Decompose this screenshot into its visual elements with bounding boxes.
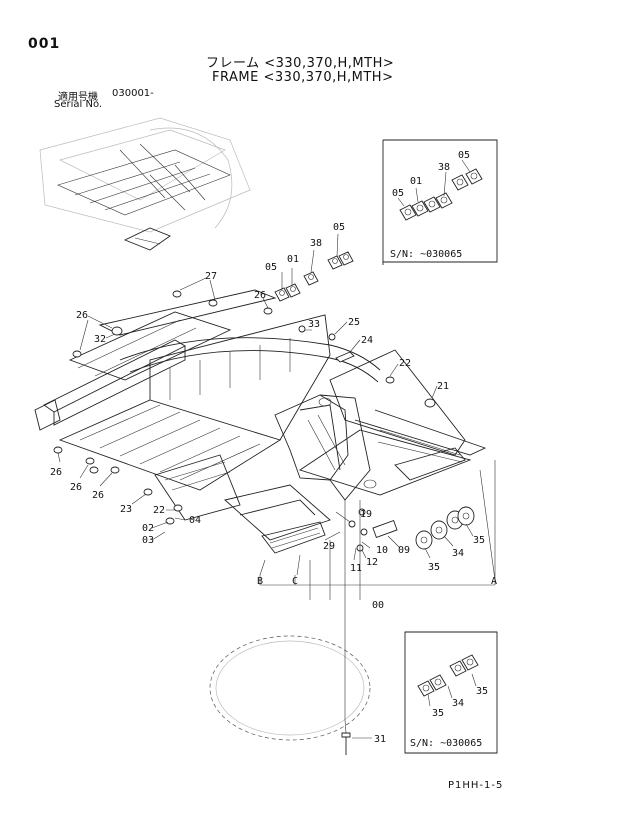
section-letter-b: B <box>257 576 263 587</box>
callout-21: 21 <box>437 381 449 392</box>
title-japanese: フレーム <330,370,H,MTH> <box>206 56 395 71</box>
callout-23: 23 <box>120 504 132 515</box>
callout-29: 29 <box>323 541 335 552</box>
callout-31: 31 <box>374 734 386 745</box>
title-english: FRAME <330,370,H,MTH> <box>212 70 394 85</box>
callout-12: 12 <box>366 557 378 568</box>
callout-05a: 05 <box>265 262 277 273</box>
callout-00: 00 <box>372 600 384 611</box>
serial-label-japanese: 適用号機 <box>58 92 98 103</box>
callout-26d: 26 <box>70 482 82 493</box>
callout-05b: 05 <box>333 222 345 233</box>
section-letter-c: C <box>292 576 298 587</box>
callout-11: 11 <box>350 563 362 574</box>
callout-09: 09 <box>398 545 410 556</box>
callout-19: 19 <box>360 509 372 520</box>
inset-bottom-callout-35b: 35 <box>432 708 444 719</box>
inset-bottom-serial: S/N: ~030065 <box>410 738 482 749</box>
callout-25: 25 <box>348 317 360 328</box>
inset-bottom-washer-stack <box>417 654 479 697</box>
callout-26e: 26 <box>92 490 104 501</box>
inset-top-serial: S/N: ~030065 <box>390 249 462 260</box>
machine-overview-thumbnail <box>39 117 251 251</box>
callout-32: 32 <box>94 334 106 345</box>
inset-bottom-callout-35a: 35 <box>476 686 488 697</box>
callout-24: 24 <box>361 335 373 346</box>
callout-27: 27 <box>205 271 217 282</box>
callout-26c: 26 <box>50 467 62 478</box>
callout-22a: 22 <box>399 358 411 369</box>
inset-top-right: 05 01 38 05 S/N: ~030065 <box>382 139 498 265</box>
callout-22b: 22 <box>153 505 165 516</box>
callout-33: 33 <box>308 319 320 330</box>
callout-04: 04 <box>189 515 201 526</box>
callout-35b: 35 <box>473 535 485 546</box>
inset-top-callout-01: 01 <box>410 176 422 187</box>
main-frame-drawing <box>34 251 487 755</box>
callout-10: 10 <box>376 545 388 556</box>
serial-value: 030001- <box>112 88 154 99</box>
callout-01: 01 <box>287 254 299 265</box>
callout-03: 03 <box>142 535 154 546</box>
inset-bottom-callout-34: 34 <box>452 698 464 709</box>
inset-top-washer-stack <box>399 168 483 221</box>
callout-02: 02 <box>142 523 154 534</box>
callout-numbers: 27 05 01 38 05 26 33 25 26 32 24 22 21 2… <box>50 222 497 745</box>
inset-top-callout-38: 38 <box>438 162 450 173</box>
inset-top-callout-05a: 05 <box>392 188 404 199</box>
inset-top-callout-05b: 05 <box>458 150 470 161</box>
callout-26a: 26 <box>254 290 266 301</box>
callout-38: 38 <box>310 238 322 249</box>
callout-34: 34 <box>452 548 464 559</box>
serial-label-english: Serial No. <box>54 99 103 110</box>
callout-35a: 35 <box>428 562 440 573</box>
leader-lines <box>57 233 496 739</box>
section-letter-a: A <box>491 576 497 587</box>
callout-26b: 26 <box>76 310 88 321</box>
page-number: 001 <box>28 36 61 52</box>
inset-bottom-right: 35 34 35 S/N: ~030065 <box>404 631 498 754</box>
footer-page-code: P1HH-1-5 <box>448 780 504 791</box>
